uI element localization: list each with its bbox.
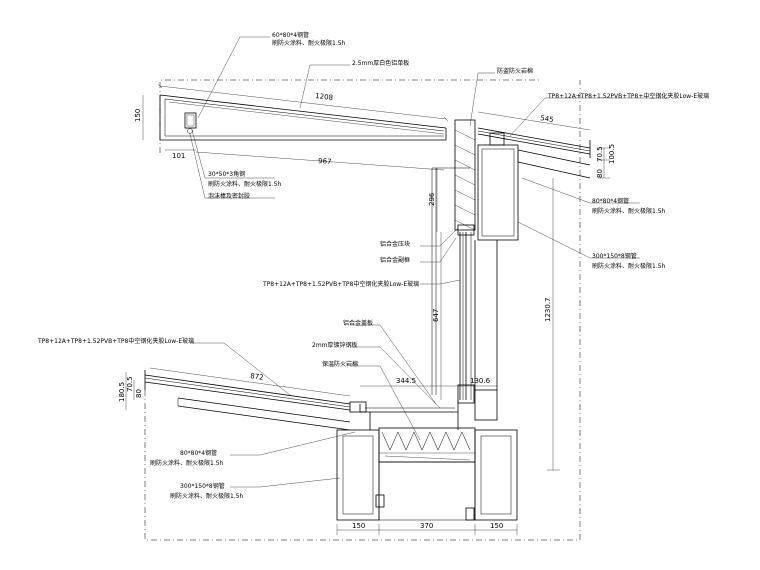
- dim-150: 150: [134, 109, 142, 122]
- label-foam: 泡沫棒及密封胶: [208, 192, 250, 200]
- dim-296: 296: [428, 192, 436, 206]
- tube-300-right: [474, 429, 518, 521]
- label-tube-80-lower-coating: 刷防火涂料、耐火极限1.5h: [150, 459, 224, 467]
- label-insulation: 保温防火岩棉: [322, 360, 358, 368]
- dim-967: 967: [318, 157, 332, 166]
- dim-1230-7: 1230.7: [544, 298, 552, 323]
- insulation-panel: [378, 427, 476, 463]
- dim-70-5-top: 70.5: [596, 146, 604, 162]
- dim-370: 370: [420, 522, 433, 530]
- label-angle-coating: 刷防火涂料、耐火极限1.5h: [208, 180, 282, 188]
- dim-80-lower: 80: [135, 389, 143, 398]
- label-galv-plate: 2mm厚镀锌钢板: [312, 341, 358, 349]
- dim-545: 545: [540, 114, 554, 124]
- dim-872: 872: [250, 372, 264, 382]
- label-glass-vertical: TP8+12A+TP8+1.52PVB+TP8中空钢化夹胶Low-E玻璃: [262, 280, 419, 288]
- leader-lines: [189, 36, 668, 488]
- dim-80-top: 80: [596, 169, 604, 178]
- label-angle: 30*50*3角钢: [208, 170, 245, 178]
- dim-70-5-lower: 70.5: [126, 376, 134, 392]
- detail-boundary: [159, 79, 540, 153]
- dim-180-5: 180.5: [118, 382, 126, 402]
- dim-344-5: 344.5: [396, 377, 416, 385]
- label-glass-lower: TP8+12A+TP8+1.52PVB+TP8中空钢化夹胶Low-E玻璃: [37, 337, 194, 345]
- label-roof-panel: 2.5mm厚白色铝单板: [352, 59, 409, 67]
- upper-roof-assembly: [159, 94, 591, 421]
- detail-boundary-lower: [144, 80, 581, 541]
- dim-1208: 1208: [315, 92, 334, 102]
- label-tube-300: 300*150*8钢管: [592, 252, 637, 260]
- tube-300-left: [336, 429, 380, 521]
- label-top-tube-coating: 刷防火涂料、耐火极限1.5h: [272, 39, 346, 47]
- label-alu-strip: 铝合金压块: [380, 240, 410, 248]
- label-tube-300-lower-coating: 刷防火涂料、耐火极限1.5h: [170, 492, 244, 500]
- label-alu-frame: 铝合金副框: [380, 256, 410, 264]
- column-80-tube: [477, 144, 519, 241]
- label-alu-cover: 铝合金盖板: [343, 319, 373, 327]
- label-glass-top: TP8+12A+TP8+1.52PVB+TP8+中空钢化夹胶Low-E玻璃: [547, 92, 709, 100]
- label-tube-300-lower: 300*150*8钢管: [180, 482, 225, 490]
- label-tube-80: 80*80*4钢管: [592, 197, 629, 205]
- dim-150-left: 150: [352, 522, 365, 530]
- label-tube-80-coating: 刷防火涂料、耐火极限1.5h: [592, 207, 666, 215]
- label-tube-80-lower: 80*80*4钢管: [180, 449, 217, 457]
- dimension-lines: [125, 83, 610, 535]
- annotation-text: 60*80*4钢管 刷防火涂料、耐火极限1.5h 2.5mm厚白色铝单板 防盗防…: [37, 31, 709, 500]
- dim-150-right: 150: [490, 522, 503, 530]
- label-firewall: 防盗防火岩棉: [497, 67, 533, 75]
- dim-100-5: 100.5: [608, 144, 616, 164]
- sill-bracket: [474, 389, 498, 421]
- dim-130-6: 130.6: [470, 377, 491, 385]
- lower-roof-assembly: [144, 370, 518, 521]
- label-top-tube: 60*80*4钢管: [272, 31, 309, 39]
- dimension-text: 1208 150 101 967 545 70.5 100.5 80 296 6…: [118, 92, 616, 530]
- top-tube-section: [184, 112, 197, 129]
- label-tube-300-coating: 刷防火涂料、耐火极限1.5h: [592, 262, 666, 270]
- dim-101: 101: [172, 152, 185, 160]
- dim-647: 647: [432, 309, 440, 322]
